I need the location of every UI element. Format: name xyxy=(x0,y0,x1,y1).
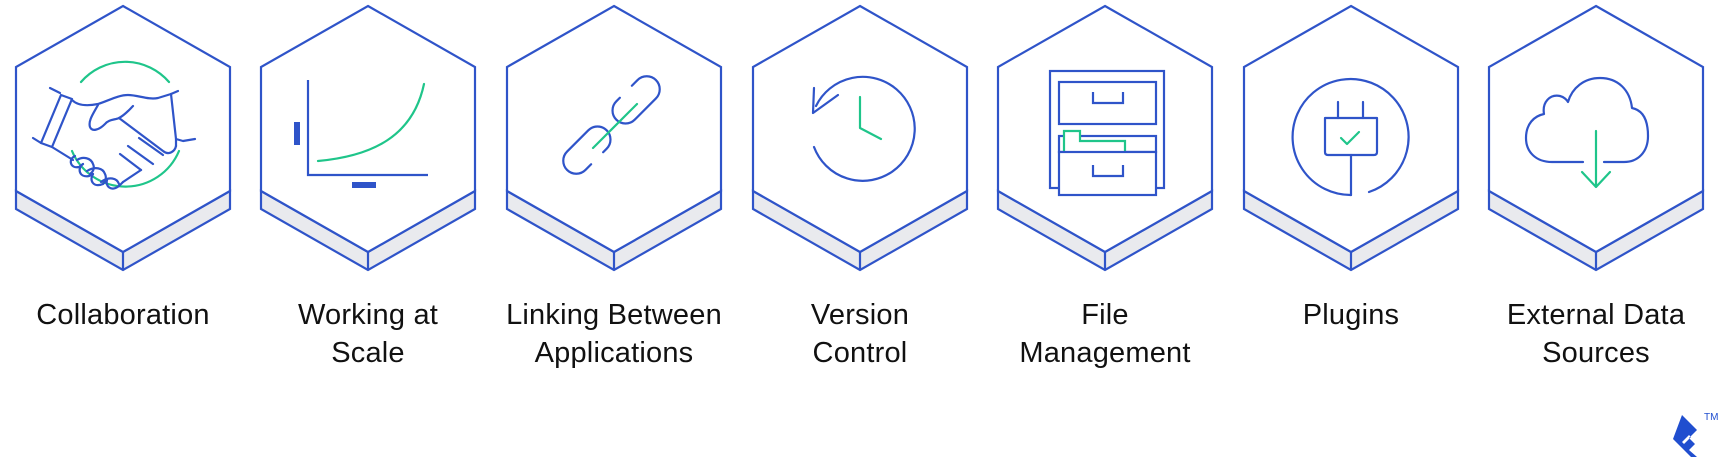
history-clock-icon xyxy=(811,75,916,182)
feature-label-working-at-scale: Working at Scale xyxy=(246,296,491,372)
label-line: Sources xyxy=(1542,337,1650,369)
label-line: Applications xyxy=(534,337,694,369)
feature-label-linking-between-applications: Linking Between Applications xyxy=(492,296,737,372)
label-line: Working at xyxy=(297,299,439,331)
file-cabinet-icon xyxy=(1048,69,1166,197)
label-line: Linking Between xyxy=(506,299,722,331)
feature-tile-file-management xyxy=(996,4,1214,272)
label-line: Version xyxy=(810,299,910,331)
toptal-logo-icon xyxy=(1673,415,1697,457)
label-line: Control xyxy=(812,337,908,369)
feature-tile-linking-between-applications xyxy=(505,4,723,272)
label-line: File xyxy=(1081,299,1129,331)
feature-label-version-control: Version Control xyxy=(738,296,983,372)
label-line: Plugins xyxy=(1302,299,1400,331)
feature-label-external-data-sources: External Data Sources xyxy=(1474,296,1719,372)
growth-chart-icon xyxy=(294,80,428,188)
label-line: External Data xyxy=(1506,299,1686,331)
label-line: Scale xyxy=(331,337,405,369)
feature-label-file-management: File Management xyxy=(983,296,1228,372)
trademark-mark: TM xyxy=(1704,412,1719,423)
link-icon xyxy=(562,75,661,175)
feature-tile-collaboration xyxy=(14,4,232,272)
feature-tile-plugins xyxy=(1242,4,1460,272)
feature-tile-version-control xyxy=(751,4,969,272)
feature-label-plugins: Plugins xyxy=(1229,296,1474,334)
feature-tile-external-data-sources xyxy=(1487,4,1705,272)
label-line: Collaboration xyxy=(36,299,210,331)
label-line: Management xyxy=(1019,337,1191,369)
handshake-icon xyxy=(31,60,197,190)
cloud-download-icon xyxy=(1524,76,1650,189)
plug-icon xyxy=(1291,77,1410,197)
feature-tile-working-at-scale xyxy=(259,4,477,272)
feature-label-collaboration: Collaboration xyxy=(1,296,246,334)
